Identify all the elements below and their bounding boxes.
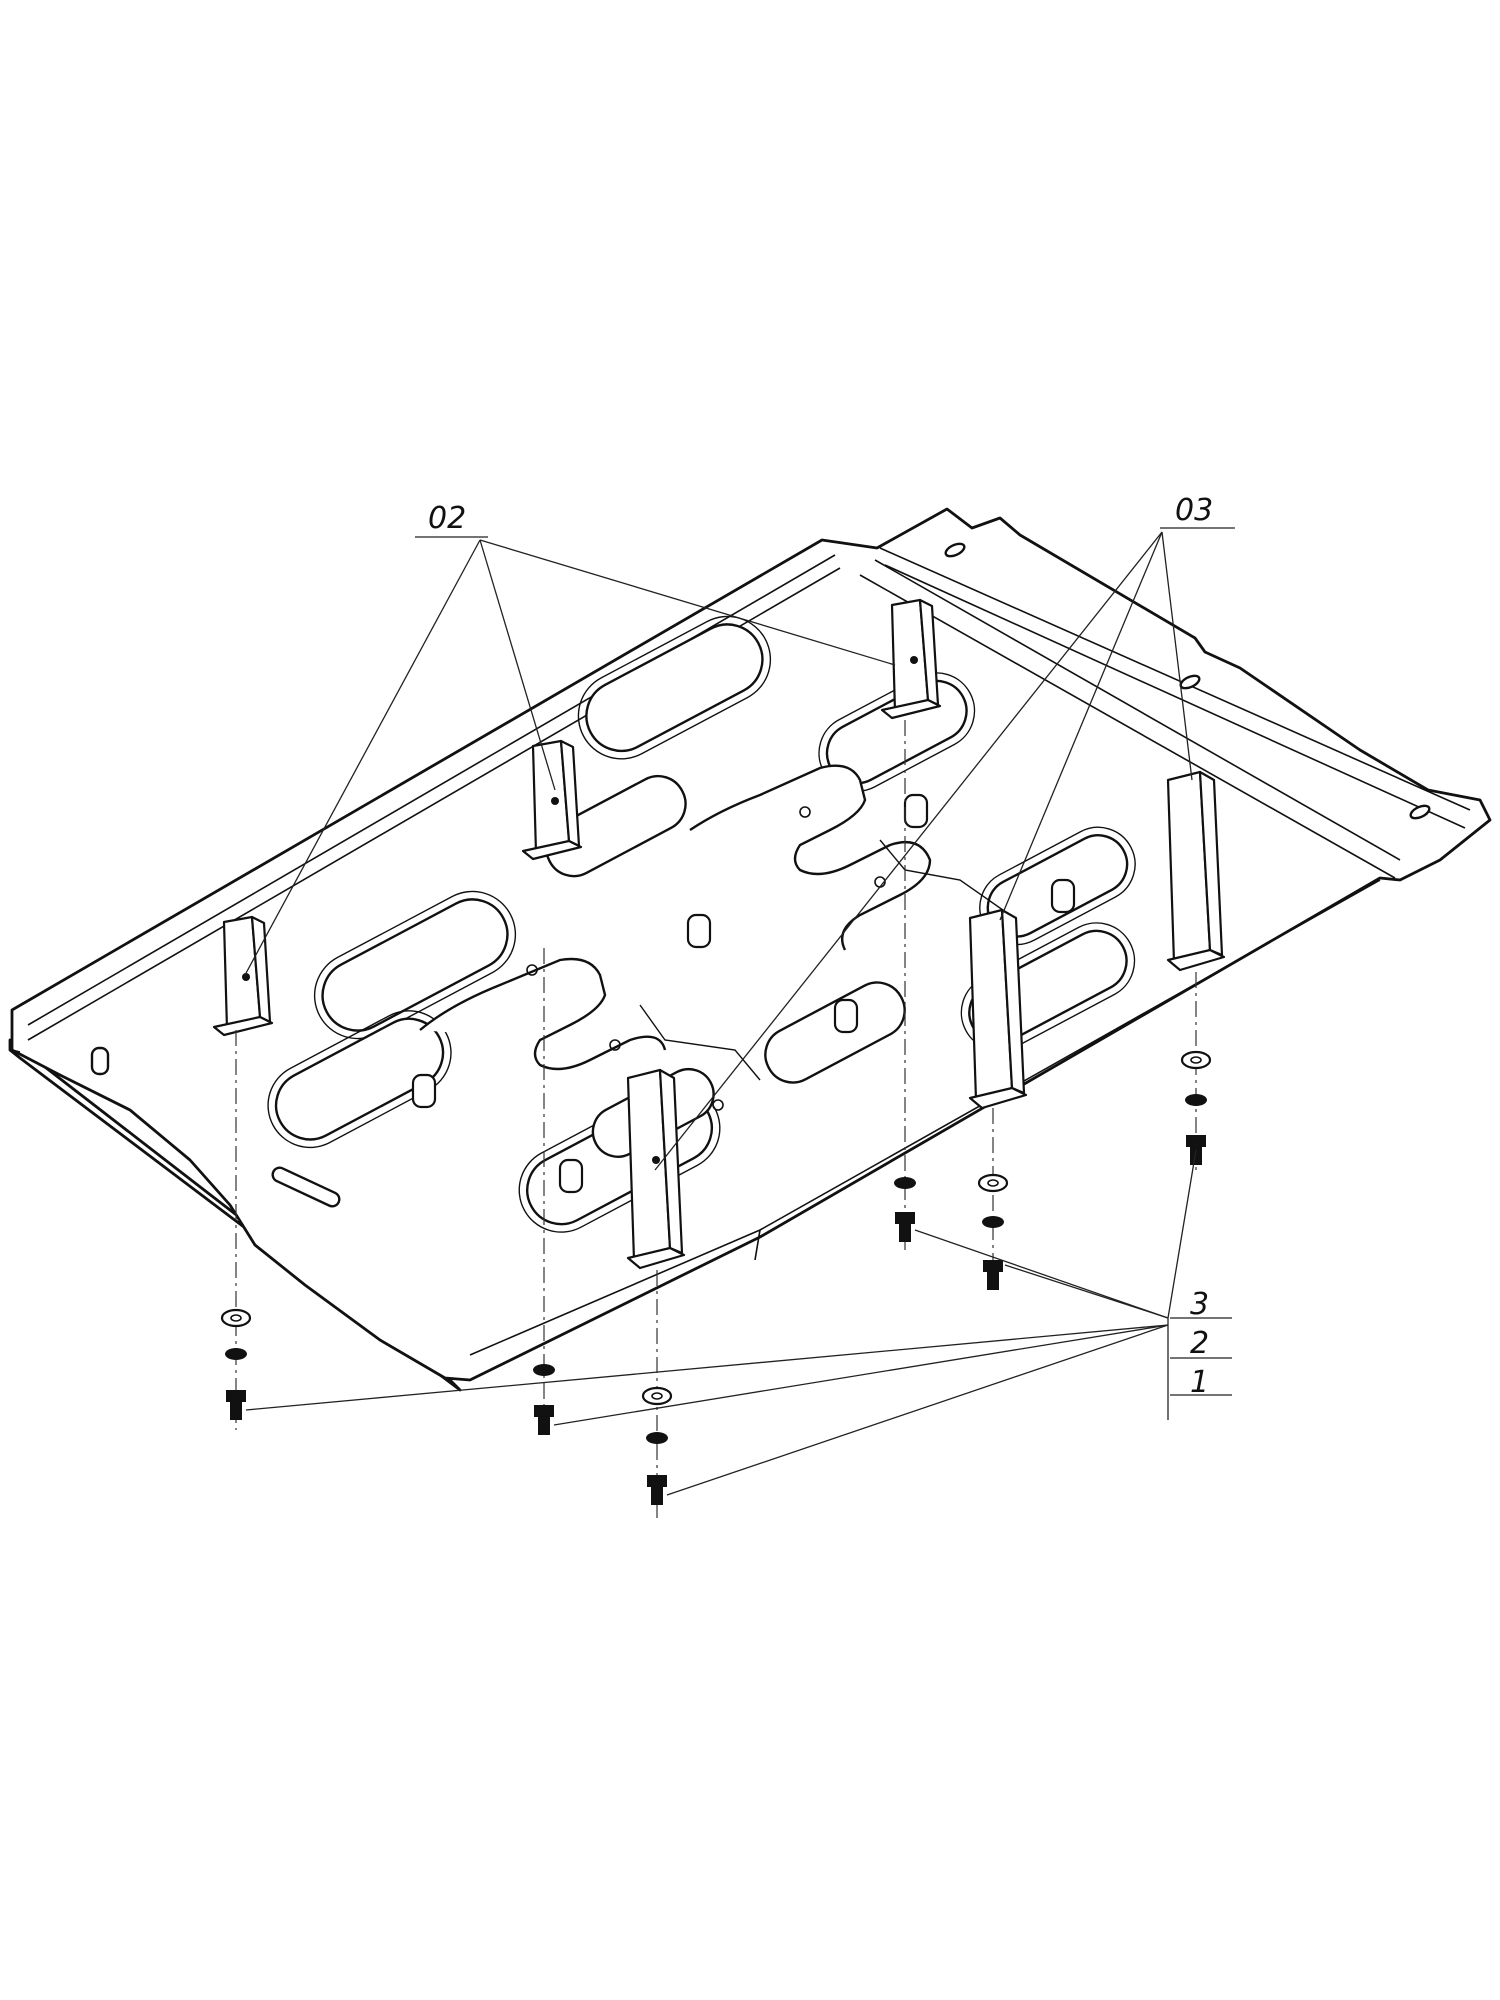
fastener-stack [220, 1308, 252, 1420]
stamped-ribs [267, 615, 1136, 1233]
label-2: 2 [1190, 1326, 1209, 1361]
skid-plate [8, 507, 1492, 1392]
fastener-stack [641, 1386, 673, 1505]
plate-outline [10, 507, 1492, 1382]
label-03: 03 [1175, 493, 1213, 528]
label-3: 3 [1190, 1287, 1209, 1322]
brackets-03 [626, 770, 1226, 1270]
tall-bracket [626, 1068, 686, 1270]
fastener-stack [533, 1364, 555, 1435]
fasteners [220, 1050, 1212, 1505]
assembly-axes [235, 720, 1197, 1520]
fastener-stack [894, 1177, 916, 1242]
tall-bracket [1166, 770, 1226, 972]
short-bracket [212, 915, 274, 1037]
leader-lines [244, 527, 1235, 1496]
tall-bracket [968, 908, 1028, 1110]
fastener-stack [1180, 1050, 1212, 1165]
fastener-stack [977, 1173, 1009, 1290]
label-02: 02 [428, 501, 466, 536]
label-1: 1 [1190, 1365, 1209, 1400]
short-bracket [880, 598, 942, 720]
brackets-02 [212, 598, 942, 1037]
short-bracket [521, 739, 583, 861]
